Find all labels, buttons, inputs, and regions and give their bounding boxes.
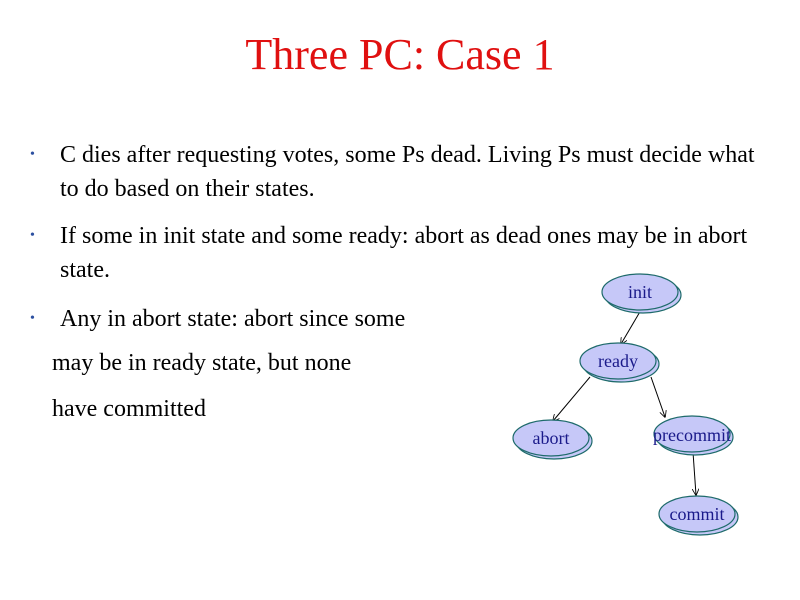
bullet-item: • C dies after requesting votes, some Ps… [30, 138, 760, 206]
state-label: init [628, 282, 652, 302]
bullet-marker: • [30, 311, 35, 326]
bullet-marker: • [30, 147, 35, 162]
state-node-commit: commit [658, 495, 739, 536]
edge-ready-precommit [650, 376, 665, 417]
state-label: abort [533, 428, 570, 448]
state-label: commit [670, 504, 725, 524]
edge-ready-abort [553, 376, 591, 421]
bullet-text: C dies after requesting votes, some Ps d… [60, 142, 755, 202]
state-node-init: init [601, 273, 682, 314]
state-label: precommit [653, 425, 731, 445]
bullet-continuation: have committed [52, 396, 206, 422]
bullet-continuation: may be in ready state, but none [52, 350, 352, 376]
state-node-ready: ready [579, 342, 660, 383]
edge-precommit-commit [693, 451, 696, 495]
bullet-text: Any in abort state: abort since some [60, 306, 406, 332]
bullet-marker: • [30, 228, 35, 243]
edge-init-ready [621, 309, 642, 344]
slide-title: Three PC: Case 1 [245, 30, 555, 79]
bullet-item: • Any in abort state: abort since some [30, 302, 760, 336]
bullet-text: If some in init state and some ready: ab… [60, 223, 748, 283]
state-node-precommit: precommit [653, 415, 734, 456]
state-node-abort: abort [512, 419, 593, 460]
state-label: ready [598, 351, 638, 371]
bullet-item: • If some in init state and some ready: … [30, 219, 760, 287]
